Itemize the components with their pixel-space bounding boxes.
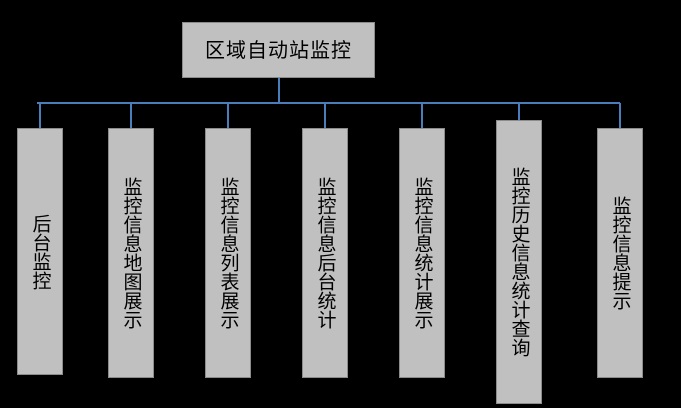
- node-root[interactable]: 区域自动站监控: [182, 22, 375, 78]
- node-child-label: 监控信息提示: [609, 196, 632, 310]
- node-child-info-alert[interactable]: 监控信息提示: [597, 128, 643, 378]
- node-child-backend-statistics[interactable]: 监控信息后台统计: [302, 128, 348, 378]
- node-child-history-statistics-query[interactable]: 监控历史信息统计查询: [496, 120, 542, 404]
- node-child-backend-monitoring[interactable]: 后台监控: [17, 128, 63, 375]
- node-child-statistics-display[interactable]: 监控信息统计展示: [399, 128, 445, 378]
- node-child-map-display[interactable]: 监控信息地图展示: [108, 128, 154, 378]
- node-child-list-display[interactable]: 监控信息列表展示: [205, 128, 251, 378]
- node-child-label: 监控信息地图展示: [120, 177, 143, 329]
- node-child-label: 监控信息统计展示: [411, 177, 434, 329]
- node-child-label: 后台监控: [29, 213, 52, 290]
- node-child-label: 监控信息后台统计: [314, 177, 337, 329]
- node-root-label: 区域自动站监控: [205, 38, 352, 62]
- node-child-label: 监控历史信息统计查询: [508, 167, 531, 357]
- node-child-label: 监控信息列表展示: [217, 177, 240, 329]
